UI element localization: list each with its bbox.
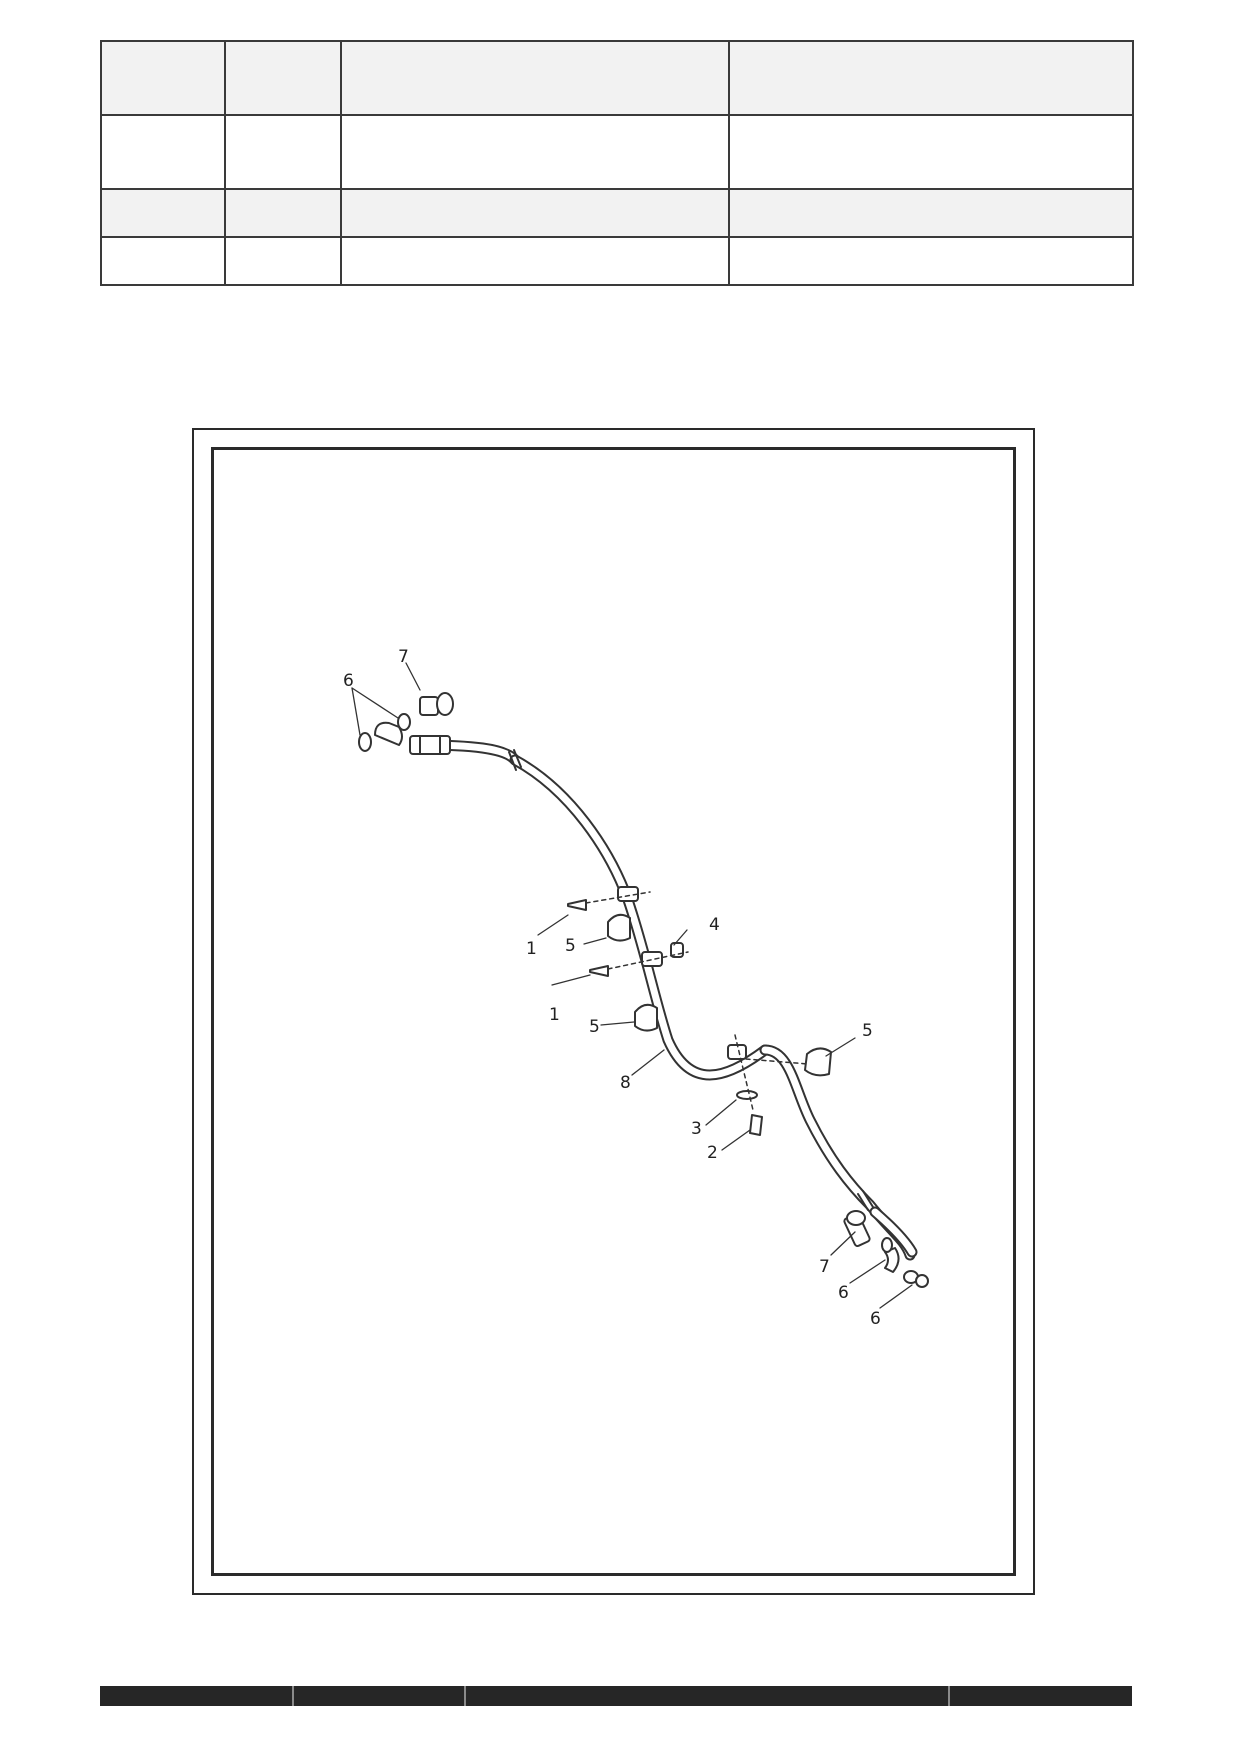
figure-frame	[192, 428, 1035, 1595]
callout-6-bottom-left: 6	[838, 1283, 849, 1303]
table-row	[100, 188, 1134, 238]
callout-2: 2	[707, 1143, 718, 1163]
table-cell	[340, 40, 730, 116]
table-cell	[728, 40, 1134, 116]
table-cell	[224, 114, 342, 190]
footer-segment	[950, 1686, 1132, 1706]
footer-segment	[294, 1686, 466, 1706]
callout-labels: 7 6 1 5 4 1 5 5 8 3 2 7 6 6	[343, 647, 881, 1329]
center-clamps	[567, 886, 832, 1136]
parts-table	[100, 40, 1134, 286]
callout-7-top: 7	[398, 647, 409, 667]
table-cell	[340, 114, 730, 190]
callout-7-bottom: 7	[819, 1257, 830, 1277]
bottom-banjo-fitting	[843, 1210, 929, 1288]
callout-5-upper: 5	[565, 936, 576, 956]
table-row	[100, 40, 1134, 116]
table-cell	[728, 188, 1134, 238]
footer-bar	[100, 1686, 1132, 1706]
table-cell	[224, 236, 342, 286]
top-banjo-fitting	[358, 692, 454, 755]
figure-inner-frame	[211, 447, 1016, 1576]
callout-6-top: 6	[343, 671, 354, 691]
table-cell	[340, 188, 730, 238]
table-cell	[224, 188, 342, 238]
callout-4: 4	[709, 915, 720, 935]
table-cell	[340, 236, 730, 286]
lower-hose	[759, 1044, 918, 1261]
table-cell	[100, 114, 226, 190]
callout-6-bottom-right: 6	[870, 1309, 881, 1329]
footer-segment	[100, 1686, 294, 1706]
table-cell	[224, 40, 342, 116]
table-row	[100, 236, 1134, 286]
callout-1-lower: 1	[549, 1005, 560, 1025]
table-cell	[100, 40, 226, 116]
footer-segment	[466, 1686, 950, 1706]
callout-8: 8	[620, 1073, 631, 1093]
callout-5-right: 5	[862, 1021, 873, 1041]
callout-3: 3	[691, 1119, 702, 1139]
leader-lines	[351, 662, 913, 1309]
callout-5-middle: 5	[589, 1017, 600, 1037]
table-cell	[728, 236, 1134, 286]
table-cell	[100, 188, 226, 238]
table-cell	[728, 114, 1134, 190]
callout-1-upper: 1	[526, 939, 537, 959]
table-row	[100, 114, 1134, 190]
table-cell	[100, 236, 226, 286]
